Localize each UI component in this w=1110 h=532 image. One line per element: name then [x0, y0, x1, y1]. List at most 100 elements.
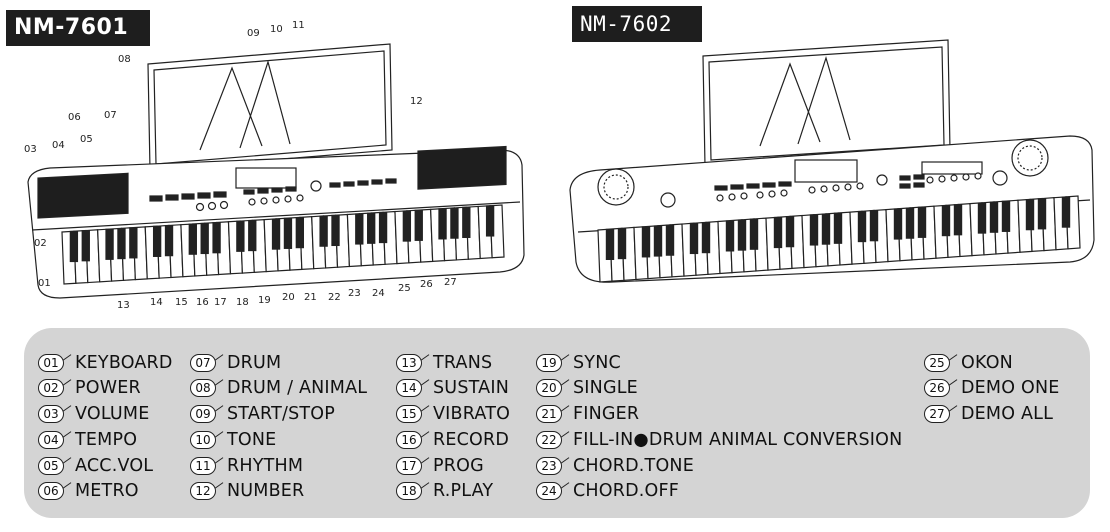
black-key	[105, 228, 114, 260]
black-key	[152, 225, 162, 257]
callout-11: 11	[292, 20, 305, 31]
black-key	[605, 228, 615, 261]
callout-27: 27	[444, 277, 457, 288]
callout-13: 13	[117, 300, 130, 311]
callout-01: 01	[38, 278, 51, 289]
legend-item-04: 04 TEMPO	[38, 427, 137, 453]
callout-08: 08	[118, 54, 131, 65]
black-key	[283, 217, 293, 249]
legend-item-02: 02 POWER	[38, 375, 141, 401]
legend-label: FILL-IN●DRUM ANIMAL CONVERSION	[573, 430, 903, 450]
black-key	[450, 207, 459, 239]
black-key	[773, 216, 783, 249]
black-key	[117, 227, 126, 260]
black-key	[271, 218, 281, 250]
legend-item-14: 14 SUSTAIN	[396, 375, 509, 401]
callout-12: 12	[410, 96, 423, 107]
legend-number-badge: 06	[38, 482, 64, 500]
legend-item-18: 18 R.PLAY	[396, 478, 493, 504]
legend-label: SINGLE	[573, 378, 638, 398]
legend-label: START/STOP	[227, 404, 336, 424]
black-key	[164, 225, 174, 257]
legend-number-badge: 18	[396, 482, 422, 500]
black-key	[236, 220, 245, 252]
black-key	[917, 206, 927, 238]
legend-number-badge: 23	[536, 457, 562, 475]
black-key	[905, 207, 915, 239]
black-key	[893, 208, 903, 240]
legend-label: TEMPO	[75, 430, 138, 450]
callout-25: 25	[398, 283, 411, 294]
legend-label: R.PLAY	[433, 481, 494, 501]
black-key	[81, 230, 90, 262]
callout-06: 06	[68, 112, 81, 123]
legend-number-badge: 15	[396, 405, 422, 423]
callout-02: 02	[34, 238, 47, 249]
legend-number-badge: 05	[38, 457, 64, 475]
legend-label: POWER	[75, 378, 141, 398]
black-key	[689, 222, 699, 255]
callout-24: 24	[372, 288, 385, 299]
model-label-nm7601: NM-7601	[6, 10, 150, 46]
legend-label: FINGER	[573, 404, 640, 424]
black-key	[809, 214, 819, 246]
callout-03: 03	[24, 144, 37, 155]
legend-label: ACC.VOL	[75, 456, 154, 476]
legend-label: SUSTAIN	[433, 378, 509, 398]
black-key	[953, 204, 963, 236]
legend-label: DEMO ONE	[961, 378, 1060, 398]
legend-number-badge: 02	[38, 379, 64, 397]
legend-number-badge: 08	[190, 379, 216, 397]
callout-23: 23	[348, 288, 361, 299]
legend-label: RECORD	[433, 430, 510, 450]
legend-label: DRUM	[227, 353, 282, 373]
legend-item-21: 21 FINGER	[536, 401, 639, 427]
black-key	[438, 208, 447, 240]
legend-number-badge: 21	[536, 405, 562, 423]
legend-item-07: 07 DRUM	[190, 350, 281, 376]
black-key	[977, 202, 987, 234]
legend-label: SYNC	[573, 353, 621, 373]
black-key	[617, 227, 627, 260]
callout-18: 18	[236, 297, 249, 308]
callout-16: 16	[196, 297, 209, 308]
black-key	[1025, 199, 1035, 231]
black-key	[989, 201, 999, 233]
callout-05: 05	[80, 134, 93, 145]
black-key	[821, 213, 831, 245]
legend-label: METRO	[75, 481, 139, 501]
legend-number-badge: 07	[190, 354, 216, 372]
legend-number-badge: 24	[536, 482, 562, 500]
black-key	[725, 220, 735, 252]
callout-04: 04	[52, 140, 65, 151]
callout-19: 19	[258, 295, 271, 306]
black-key	[869, 210, 879, 242]
legend-number-badge: 12	[190, 482, 216, 500]
black-key	[331, 214, 340, 247]
black-key	[129, 227, 138, 259]
black-key	[653, 225, 663, 257]
legend-label: KEYBOARD	[75, 353, 173, 373]
black-key	[355, 213, 364, 245]
black-key	[69, 230, 79, 263]
legend-number-badge: 14	[396, 379, 422, 397]
callout-09: 09	[247, 28, 260, 39]
black-key	[833, 212, 843, 244]
black-key	[378, 211, 388, 244]
black-key	[1001, 200, 1011, 232]
keyboard-nm7602	[569, 39, 1095, 283]
legend-number-badge: 03	[38, 405, 64, 423]
legend-number-badge: 04	[38, 431, 64, 449]
legend-number-badge: 10	[190, 431, 216, 449]
